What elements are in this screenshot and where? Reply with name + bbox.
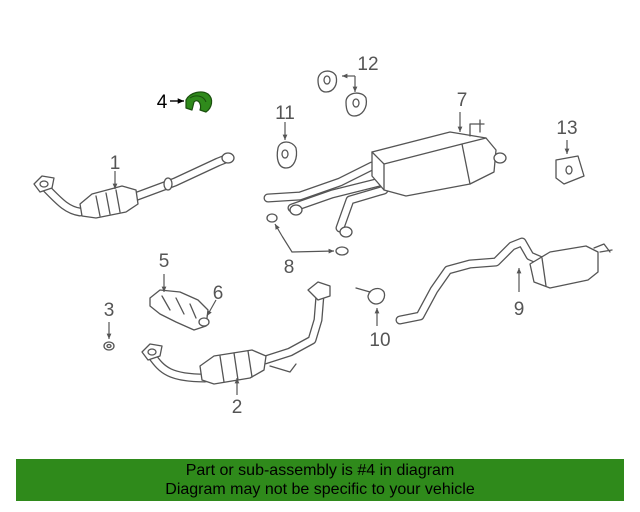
callout-7: 7 [457,90,468,111]
callout-8: 8 [284,257,295,278]
part-10-hanger [355,287,386,305]
part-12-hangers [317,70,368,117]
exhaust-parts-diagram: 1 2 3 4 5 6 [33,54,613,418]
part-4-heat-insulator [185,91,213,113]
part-8-gaskets [266,213,349,256]
callout-4: 4 [157,92,168,113]
callout-5: 5 [159,251,170,272]
part-3-gasket [103,341,115,351]
callout-6: 6 [213,283,224,304]
part-9-tailpipe-muffler [395,237,613,325]
banner-line-1: Part or sub-assembly is #4 in diagram [185,462,455,479]
callout-3: 3 [104,300,115,321]
banner-line-2: Diagram may not be specific to your vehi… [165,481,475,498]
part-1-front-pipe [33,152,235,219]
part-6-gasket [198,317,210,327]
callout-9: 9 [514,299,525,320]
part-2-front-pipe-lower [141,281,331,385]
part-7-center-muffler [263,119,507,238]
callout-11: 11 [275,103,295,124]
part-11-hanger [276,141,298,169]
part-5-insulator [149,289,209,331]
part-13-bracket [555,155,585,185]
callout-1: 1 [110,153,121,174]
callout-13: 13 [556,118,577,139]
callout-10: 10 [369,330,390,351]
callout-12: 12 [357,54,378,75]
callout-2: 2 [232,397,243,418]
notice-banner: Part or sub-assembly is #4 in diagram Di… [16,459,624,501]
